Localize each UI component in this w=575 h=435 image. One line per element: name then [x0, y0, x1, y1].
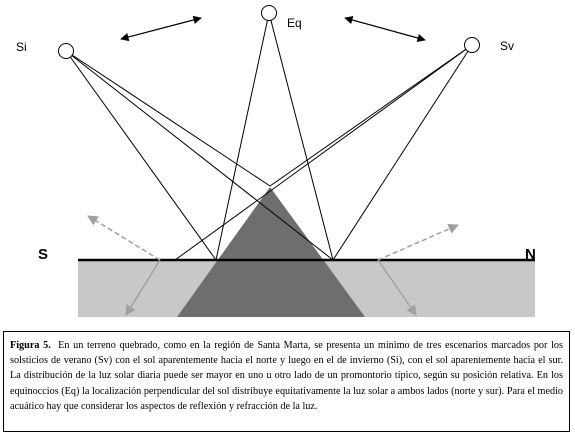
sun-rays	[65, 12, 473, 261]
label-sv: Sv	[500, 39, 514, 53]
ray-si-to-left-base	[65, 50, 217, 261]
ray-sv-to-right-base	[332, 44, 473, 261]
caption-label: Figura 5.	[10, 340, 51, 351]
motion-arrow-left	[120, 15, 202, 42]
ray-eq-to-left-base	[215, 12, 270, 261]
label-south: S	[38, 246, 48, 263]
label-eq: Eq	[287, 16, 302, 30]
right-reflection-arrow	[377, 223, 459, 261]
label-si: Si	[16, 40, 27, 54]
sun-sv	[464, 37, 480, 53]
figure-caption: Figura 5. En un terreno quebrado, como e…	[10, 338, 563, 414]
left-refraction-arrow	[125, 259, 161, 316]
caption-text: En un terreno quebrado, como en la regió…	[10, 340, 563, 412]
ray-si-to-right-base	[65, 50, 334, 261]
left-reflection-arrow	[87, 215, 161, 261]
reflection-refraction-arrows	[87, 215, 459, 316]
ray-eq-to-right-base	[268, 12, 334, 261]
sun-eq	[261, 5, 277, 21]
caption-box: Figura 5. En un terreno quebrado, como e…	[3, 331, 570, 432]
solar-diagram: Si Eq Sv S N	[16, 5, 536, 317]
ray-sv-to-peak	[269, 44, 473, 187]
sun-si	[58, 43, 74, 59]
ray-sv-to-left-base	[174, 44, 473, 261]
motion-arrow-right	[344, 15, 426, 43]
ray-si-to-peak	[65, 50, 271, 187]
mountain	[177, 187, 365, 317]
right-refraction-arrow	[377, 259, 417, 316]
label-north: N	[525, 246, 536, 263]
